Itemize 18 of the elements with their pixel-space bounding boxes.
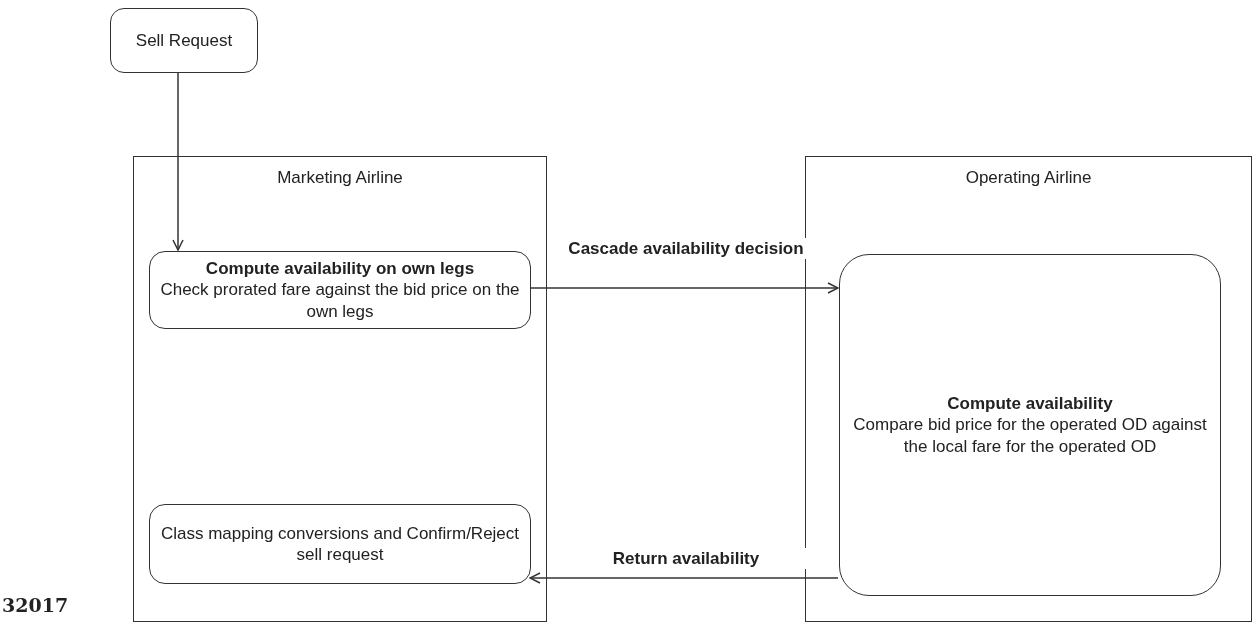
process-box [110,8,258,73]
process-box [839,254,1221,596]
lane-title: Marketing Airline [277,167,403,189]
process-box [149,504,531,584]
arrow [172,72,184,251]
figure-number: 32017 [2,594,69,616]
process-box [149,251,531,329]
step-heading: Compute availability on own legs [205,258,475,280]
lane-title: Operating Airline [965,167,1092,189]
step-text: Compare bid price for the operated OD against the local fare for the operated OD [852,414,1208,457]
swimlane-container [805,156,1252,622]
swimlane-container [133,156,547,622]
step-text: Class mapping conversions and Confirm/Reject sell request [160,522,520,566]
arrow [529,572,839,584]
step-heading: Compute availability [947,393,1113,415]
step-text: Check prorated fare against the bid price on the own legs [160,279,520,322]
step-text: Sell Request [135,29,233,52]
arrow [529,282,839,294]
